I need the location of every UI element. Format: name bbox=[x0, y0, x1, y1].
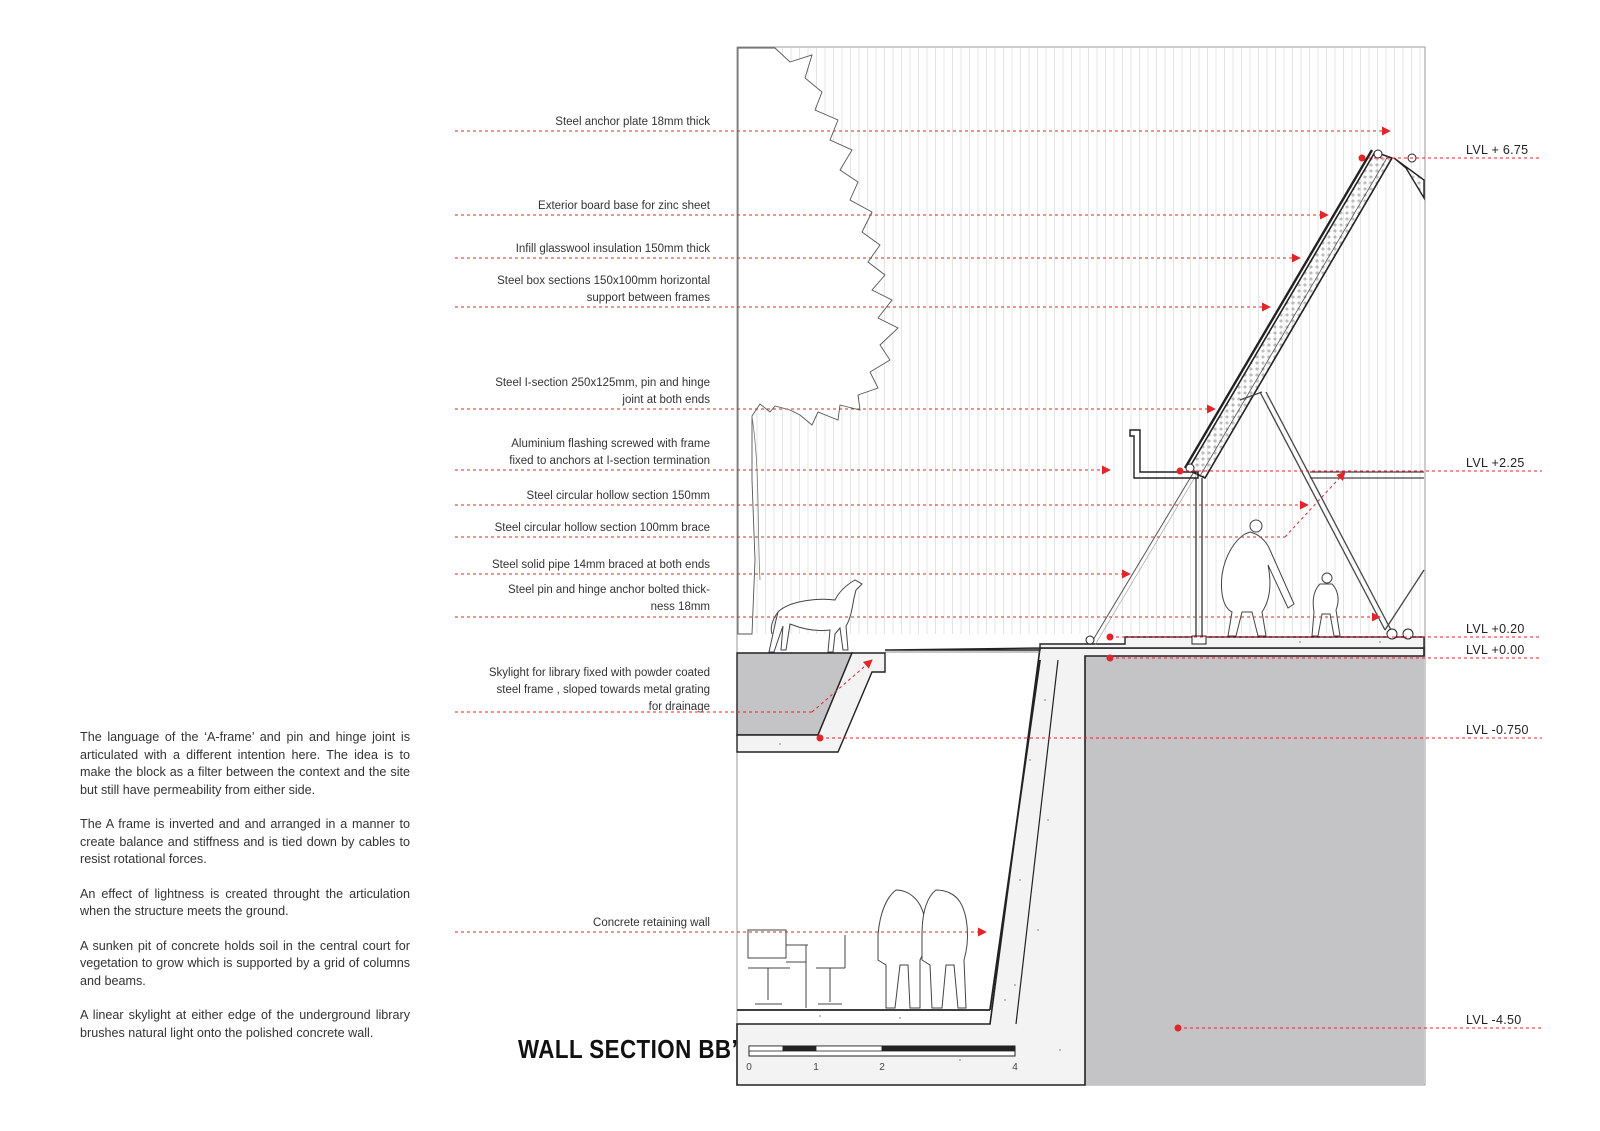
pit-concrete-shell bbox=[736, 652, 886, 753]
level-label: LVL +2.25 bbox=[1466, 456, 1525, 470]
level-label: LVL + 6.75 bbox=[1466, 143, 1528, 157]
column-base-plate bbox=[1191, 635, 1207, 645]
callout-label: Steel solid pipe 14mm braced at both end… bbox=[492, 559, 710, 571]
callout-label: support between frames bbox=[587, 292, 711, 304]
description-paragraph: A linear skylight at either edge of the … bbox=[80, 1008, 410, 1040]
retaining-wall-outer-edge bbox=[1015, 659, 1059, 1025]
level-marker: LVL + 6.75 bbox=[1358, 143, 1542, 162]
tie-cable-2 bbox=[1094, 471, 1199, 646]
scale-bar-label: 4 bbox=[1012, 1062, 1018, 1073]
level-label: LVL +0.00 bbox=[1466, 643, 1525, 657]
callout-label: Concrete retaining wall bbox=[593, 917, 710, 929]
callout-4: Steel box sections 150x100mm horizontal s… bbox=[455, 275, 1271, 312]
level-label: LVL -4.50 bbox=[1466, 1013, 1522, 1027]
scale-bar-label: 1 bbox=[813, 1062, 819, 1073]
concrete-speckles bbox=[779, 641, 1381, 1061]
callout-6: Aluminium flashing screwed with frame fix… bbox=[455, 438, 1111, 475]
callout-label: joint at both ends bbox=[621, 394, 710, 406]
callout-label: fixed to anchors at I-section terminatio… bbox=[509, 455, 710, 467]
scale-bar-segment bbox=[815, 1045, 883, 1052]
tie-cable bbox=[1089, 469, 1196, 646]
callout-2: Exterior board base for zinc sheet bbox=[455, 200, 1329, 220]
leader-arrow bbox=[1284, 471, 1346, 538]
callout-label: Aluminium flashing screwed with frame bbox=[511, 438, 710, 450]
tree-silhouette bbox=[737, 47, 899, 635]
drawing-title: WALL SECTION BB’ bbox=[518, 1034, 739, 1064]
description-paragraph: A sunken pit of concrete holds soil in t… bbox=[80, 938, 410, 988]
scale-bar-segment bbox=[748, 1045, 784, 1052]
a-frame-rafter-right bbox=[1393, 157, 1425, 201]
callout-label: Steel circular hollow section 150mm bbox=[527, 490, 710, 502]
callout-label: steel frame , sloped towards metal grati… bbox=[497, 684, 711, 696]
callout-label: Steel I-section 250x125mm, pin and hinge bbox=[495, 377, 710, 389]
description-paragraph: An effect of lightness is created throug… bbox=[80, 886, 410, 919]
level-marker: LVL +0.00 bbox=[1106, 643, 1542, 662]
scale-bar: 0 1 2 4 bbox=[746, 1045, 1018, 1073]
leader-arrow bbox=[811, 659, 873, 713]
level-dot bbox=[1106, 633, 1114, 641]
library-furniture bbox=[747, 929, 846, 1008]
description-paragraph: The language of the ‘A-frame’ and pin an… bbox=[80, 730, 410, 797]
description-paragraph: The A frame is inverted and and arranged… bbox=[80, 817, 410, 866]
callout-1: Steel anchor plate 18mm thick bbox=[455, 116, 1391, 136]
callout-label: Steel pin and hinge anchor bolted thick- bbox=[508, 584, 710, 596]
level-dot bbox=[816, 734, 824, 742]
level-marker: LVL -0.750 bbox=[816, 723, 1542, 742]
level-label: LVL -0.750 bbox=[1466, 723, 1529, 737]
people-figures-ground bbox=[1221, 519, 1341, 637]
retaining-wall-inner-edge bbox=[989, 659, 1041, 1011]
callout-label: Steel anchor plate 18mm thick bbox=[555, 116, 710, 128]
callout-9: Steel solid pipe 14mm braced at both end… bbox=[455, 559, 1131, 579]
callout-label: Steel circular hollow section 100mm brac… bbox=[495, 522, 710, 534]
callout-10: Steel pin and hinge anchor bolted thick-… bbox=[455, 584, 1381, 622]
scale-bar-segment bbox=[782, 1045, 817, 1052]
scale-bar-segment bbox=[881, 1045, 1016, 1052]
project-description: The language of the ‘A-frame’ and pin an… bbox=[80, 729, 410, 1059]
level-marker: LVL -4.50 bbox=[1174, 1013, 1542, 1032]
earth-mass-right bbox=[1085, 656, 1424, 1085]
callout-label: Skylight for library fixed with powder c… bbox=[489, 667, 710, 679]
scale-bar-label: 0 bbox=[746, 1062, 752, 1073]
dog-figure bbox=[768, 579, 863, 653]
level-dot bbox=[1358, 154, 1366, 162]
callout-label: Infill glasswool insulation 150mm thick bbox=[516, 243, 711, 255]
level-dot bbox=[1174, 1024, 1182, 1032]
callout-7: Steel circular hollow section 150mm bbox=[455, 490, 1309, 510]
callout-8: Steel circular hollow section 100mm brac… bbox=[455, 471, 1346, 538]
retaining-wall bbox=[736, 647, 1425, 1086]
people-figures-library bbox=[877, 889, 968, 1009]
callout-11: Skylight for library fixed with powder c… bbox=[455, 659, 873, 713]
aluminium-flashing bbox=[1129, 429, 1199, 479]
callout-12: Concrete retaining wall bbox=[455, 917, 987, 937]
callout-label: for drainage bbox=[649, 701, 710, 713]
level-marker: LVL +0.20 bbox=[1106, 622, 1542, 641]
level-label: LVL +0.20 bbox=[1466, 622, 1525, 636]
callout-label: Steel box sections 150x100mm horizontal bbox=[497, 275, 710, 287]
callout-label: ness 18mm bbox=[651, 601, 710, 613]
callout-label: Exterior board base for zinc sheet bbox=[538, 200, 711, 212]
level-dot bbox=[1176, 467, 1184, 475]
level-dot bbox=[1106, 654, 1114, 662]
callout-5: Steel I-section 250x125mm, pin and hinge… bbox=[455, 377, 1216, 414]
inverted-a-frame bbox=[1239, 391, 1425, 631]
level-marker: LVL +2.25 bbox=[1176, 456, 1542, 475]
tree-trunk-line bbox=[751, 415, 761, 581]
callout-3: Infill glasswool insulation 150mm thick bbox=[455, 243, 1301, 263]
scale-bar-label: 2 bbox=[879, 1062, 885, 1073]
